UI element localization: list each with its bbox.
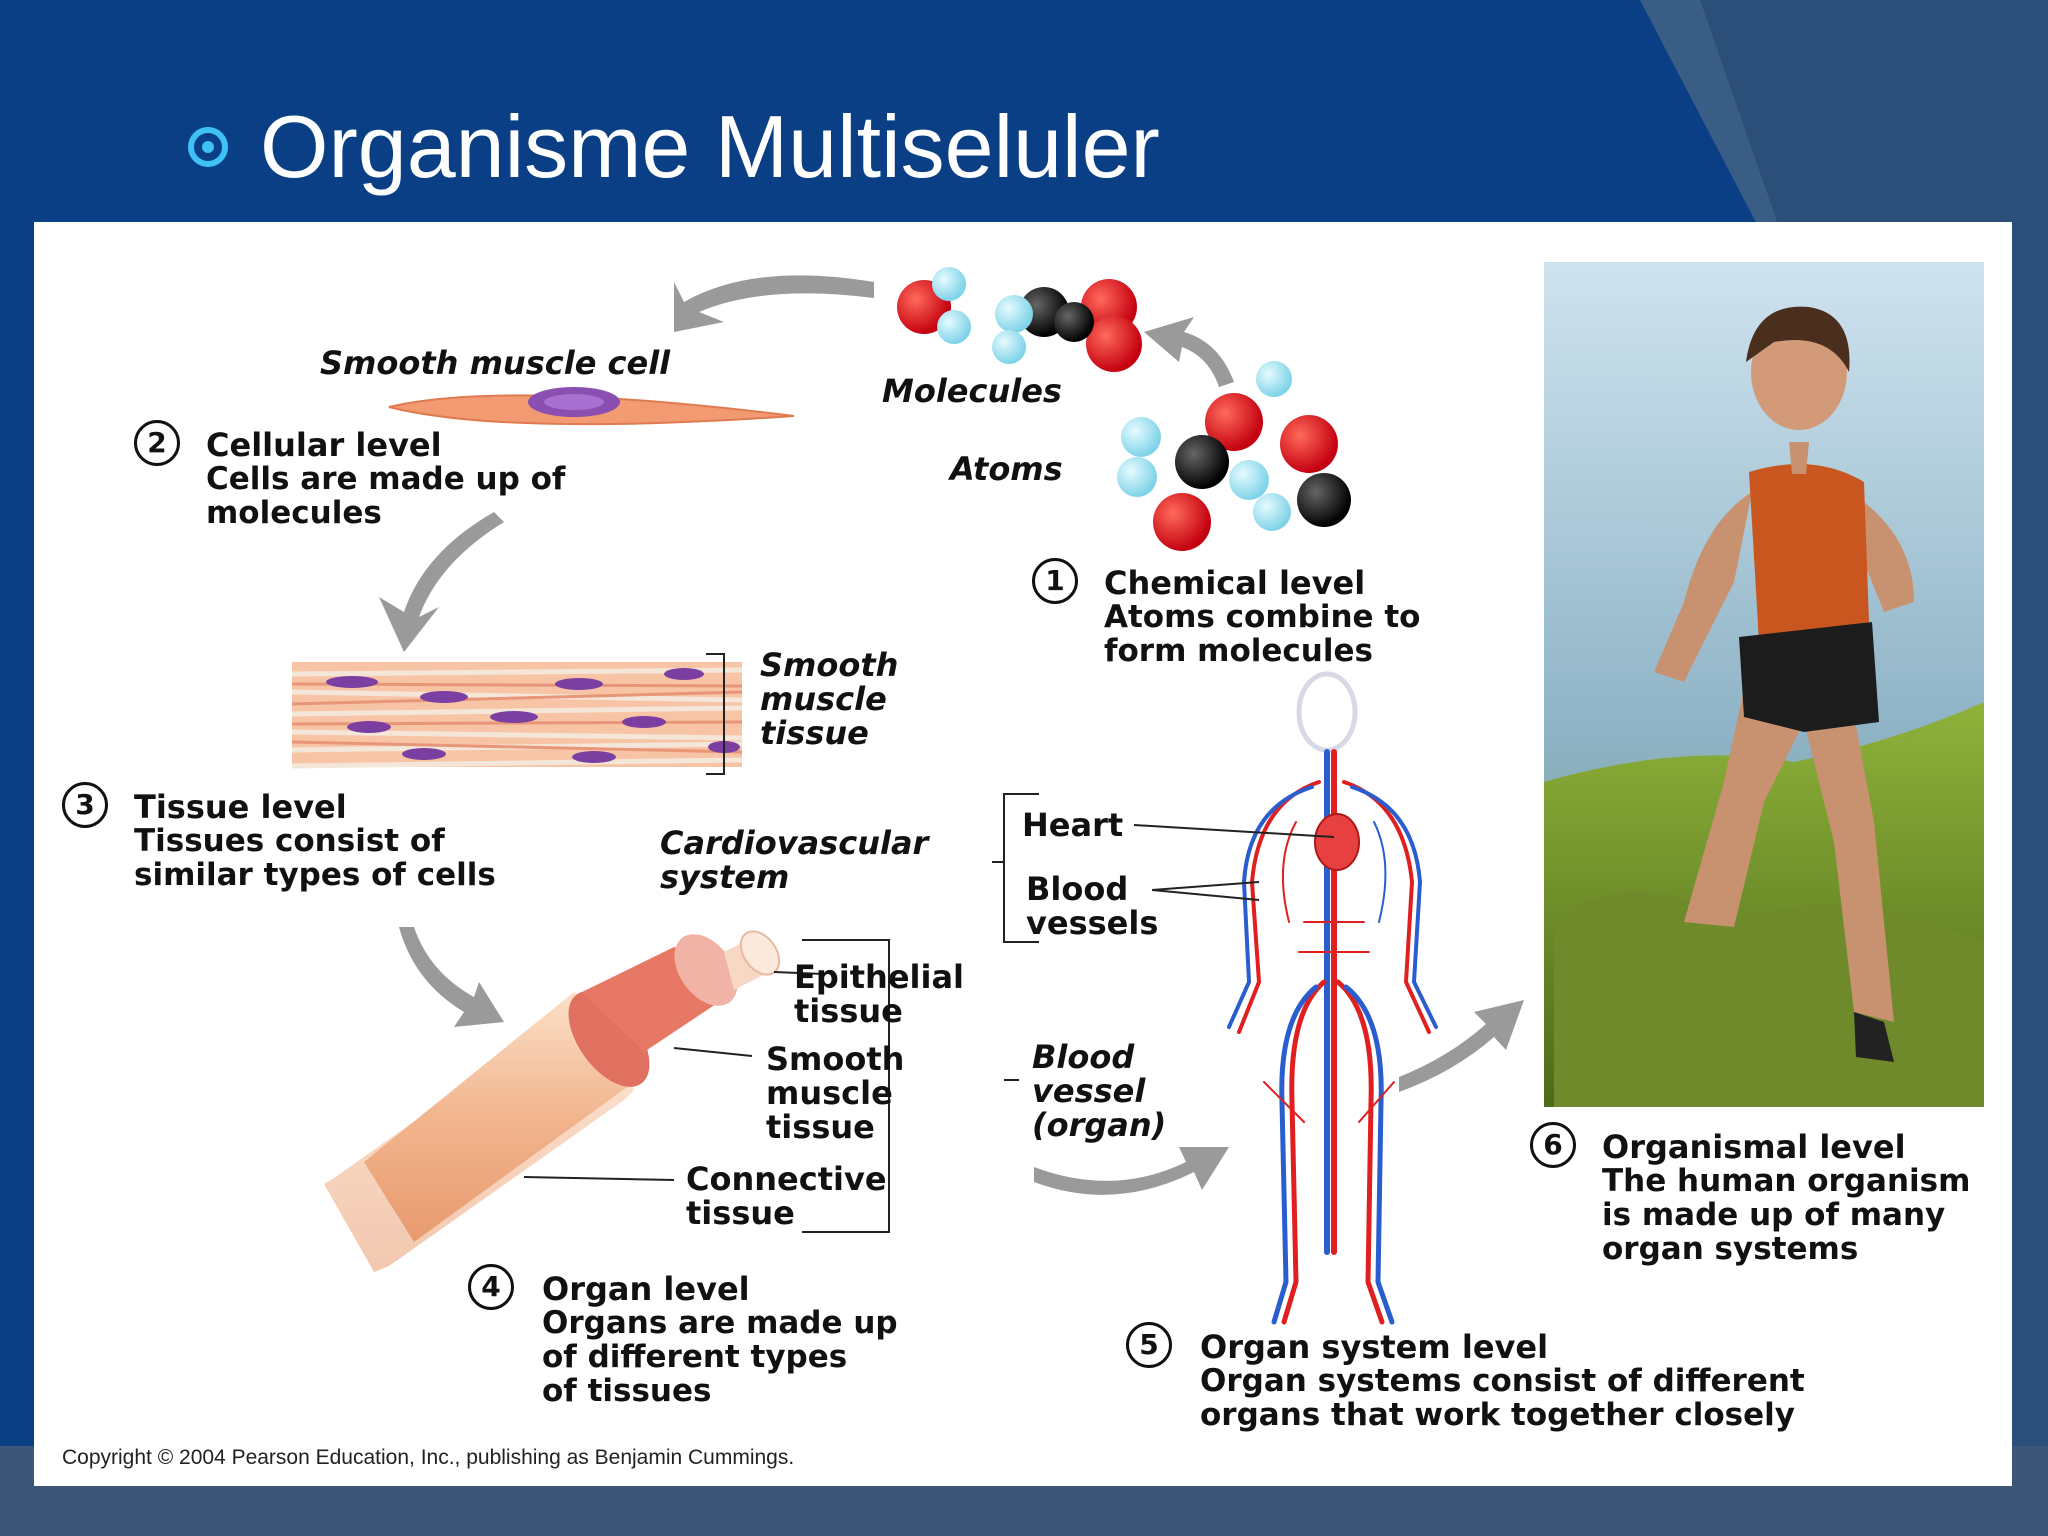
- label-organ-smooth-muscle-line-2: muscle: [766, 1074, 893, 1112]
- arrow-tissue-to-organ: [399, 927, 504, 1027]
- level-4-description-line-1: Organs are made up: [542, 1305, 898, 1341]
- label-smooth-muscle-cell: Smooth muscle cell: [320, 344, 671, 382]
- level-2-title: Cellular level: [206, 426, 442, 464]
- level-6-title: Organismal level: [1602, 1128, 1906, 1166]
- label-molecules: Molecules: [882, 372, 1062, 410]
- page-title: Organisme Multiseluler: [260, 97, 1160, 196]
- level-4-description-line-2: of different types: [542, 1339, 848, 1375]
- slide-title: Organisme Multiseluler: [188, 96, 1160, 198]
- level-3-number: 3: [62, 782, 108, 828]
- label-blood-vessels-line-1: Blood: [1026, 870, 1129, 908]
- level-6-description-line-3: organ systems: [1602, 1231, 1859, 1267]
- label-epithelial-tissue-line-2: tissue: [794, 992, 903, 1030]
- level-5-number: 5: [1126, 1322, 1172, 1368]
- smooth-muscle-tissue-illustration: [291, 653, 743, 775]
- label-cardiovascular-system-line-2: system: [660, 858, 790, 896]
- diagram-illustration: [291, 262, 1984, 1325]
- label-cardiovascular-system-line-1: Cardiovascular: [660, 824, 929, 862]
- blood-vessel-illustration: [324, 930, 890, 1272]
- smooth-muscle-cell-illustration: [388, 387, 795, 426]
- levels-of-organization-diagram: Smooth muscle cell Molecules Atoms 2 Cel…: [34, 222, 2012, 1486]
- label-smooth-muscle-tissue-line-3: tissue: [760, 714, 869, 752]
- runner-photo: [1544, 262, 1984, 1107]
- label-blood-vessel-organ-line-2: vessel: [1032, 1072, 1146, 1110]
- label-heart: Heart: [1022, 806, 1124, 844]
- level-4-number: 4: [468, 1264, 514, 1310]
- label-blood-vessels-line-2: vessels: [1026, 904, 1159, 942]
- arrow-molecules-to-cell: [674, 275, 874, 332]
- level-1-description-line-1: Atoms combine to: [1104, 599, 1421, 635]
- level-6-description-line-1: The human organism: [1602, 1163, 1971, 1199]
- level-1-number: 1: [1032, 558, 1078, 604]
- label-connective-tissue-line-1: Connective: [686, 1160, 887, 1198]
- level-2-description-line-2: molecules: [206, 495, 382, 531]
- molecules-illustration: [897, 267, 1142, 372]
- level-3-description-line-2: similar types of cells: [134, 857, 496, 893]
- atoms-illustration: [1117, 361, 1351, 551]
- level-4-description-line-3: of tissues: [542, 1373, 712, 1409]
- level-5-title: Organ system level: [1200, 1328, 1549, 1366]
- level-5-description-line-2: organs that work together closely: [1200, 1397, 1795, 1433]
- cardiovascular-system-illustration: [1227, 671, 1438, 1325]
- level-6-number: 6: [1530, 1122, 1576, 1168]
- level-6-description-line-2: is made up of many: [1602, 1197, 1946, 1233]
- label-smooth-muscle-tissue-line-2: muscle: [760, 680, 887, 718]
- level-1-description-line-2: form molecules: [1104, 633, 1373, 669]
- level-2-number: 2: [134, 420, 180, 466]
- level-3-title: Tissue level: [134, 788, 347, 826]
- level-3-description-line-1: Tissues consist of: [134, 823, 445, 859]
- flow-arrows: [379, 275, 1524, 1195]
- diagram-leader-lines: [992, 793, 1335, 1081]
- copyright-notice: Copyright © 2004 Pearson Education, Inc.…: [62, 1446, 795, 1469]
- level-5-description-line-1: Organ systems consist of different: [1200, 1363, 1805, 1399]
- label-smooth-muscle-tissue-line-1: Smooth: [760, 646, 899, 684]
- label-epithelial-tissue-line-1: Epithelial: [794, 958, 965, 996]
- arrow-atoms-to-molecules: [1144, 317, 1234, 387]
- level-4-title: Organ level: [542, 1270, 750, 1308]
- label-blood-vessel-organ-line-1: Blood: [1032, 1038, 1135, 1076]
- label-atoms: Atoms: [950, 450, 1063, 488]
- arrow-cell-to-tissue: [379, 512, 504, 652]
- arrow-system-to-organism: [1399, 1000, 1524, 1092]
- arrow-organ-to-system: [1034, 1147, 1229, 1195]
- level-1-title: Chemical level: [1104, 564, 1366, 602]
- label-organ-smooth-muscle-line-1: Smooth: [766, 1040, 905, 1078]
- label-blood-vessel-organ-line-3: (organ): [1032, 1106, 1167, 1144]
- label-connective-tissue-line-2: tissue: [686, 1194, 795, 1232]
- label-organ-smooth-muscle-line-3: tissue: [766, 1108, 875, 1146]
- level-2-description-line-1: Cells are made up of: [206, 461, 566, 497]
- target-bullet-icon: [188, 127, 228, 167]
